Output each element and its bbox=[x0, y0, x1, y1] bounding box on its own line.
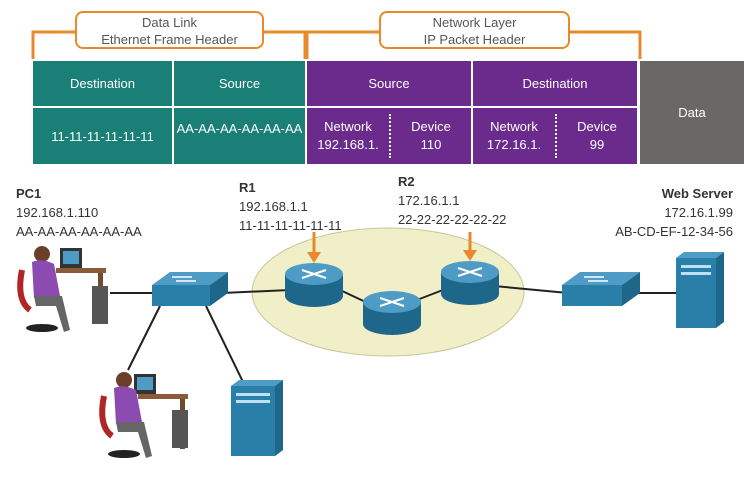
ip-src-device-label: Device bbox=[411, 119, 451, 134]
eth-src-label-cell: Source bbox=[174, 61, 305, 106]
r2-name: R2 bbox=[398, 174, 415, 189]
web-server-mac: AB-CD-EF-12-34-56 bbox=[615, 224, 733, 239]
eth-dest-label: Destination bbox=[69, 76, 136, 91]
eth-src-value-cell: AA-AA-AA-AA-AA-AA bbox=[174, 108, 305, 164]
eth-dest-value-cell: 11-11-11-11-11-11 bbox=[33, 108, 172, 164]
web-server-ip: 172.16.1.99 bbox=[664, 205, 733, 220]
ip-dst-network: Network 172.16.1. bbox=[473, 118, 555, 154]
server-icon bbox=[231, 380, 283, 456]
router-middle-icon bbox=[363, 291, 421, 335]
r1-ip: 192.168.1.1 bbox=[239, 199, 308, 214]
pc1-label: PC1 192.168.1.110 AA-AA-AA-AA-AA-AA bbox=[16, 184, 142, 241]
router-r1-icon bbox=[285, 263, 343, 307]
ip-src-label: Source bbox=[368, 76, 410, 91]
r1-label: R1 192.168.1.1 11-11-11-11-11-11 bbox=[239, 178, 342, 235]
ip-src-divider bbox=[389, 114, 391, 158]
data-link-header-label: Data Link Ethernet Frame Header bbox=[75, 11, 264, 49]
r2-ip: 172.16.1.1 bbox=[398, 193, 460, 208]
pc1-mac: AA-AA-AA-AA-AA-AA bbox=[16, 224, 142, 239]
pc1-ip: 192.168.1.110 bbox=[16, 205, 99, 220]
ip-dst-network-value: 172.16.1. bbox=[486, 137, 542, 152]
ip-dst-device-label: Device bbox=[577, 119, 617, 134]
pc1-name: PC1 bbox=[16, 186, 42, 201]
web-server-icon bbox=[676, 252, 724, 328]
network-layer-header-label: Network Layer IP Packet Header bbox=[379, 11, 570, 49]
ip-packet-header-title: IP Packet Header bbox=[423, 32, 526, 47]
workstation-icon bbox=[99, 372, 188, 458]
ip-src-network-value: 192.168.1. bbox=[317, 137, 379, 152]
network-layer-title: Network Layer bbox=[432, 15, 517, 30]
data-label: Data bbox=[678, 105, 706, 120]
ip-src-label-cell: Source bbox=[307, 61, 471, 106]
arrow-r1-icon bbox=[307, 232, 321, 263]
eth-src-label: Source bbox=[218, 76, 261, 91]
data-link-title: Data Link bbox=[142, 15, 197, 30]
r2-mac: 22-22-22-22-22-22 bbox=[398, 212, 507, 227]
ip-dst-value-cell: Network 172.16.1. Device 99 bbox=[473, 108, 637, 164]
ethernet-frame-header-title: Ethernet Frame Header bbox=[101, 32, 238, 47]
r1-mac: 11-11-11-11-11-11 bbox=[239, 218, 342, 233]
ip-dst-network-label: Network bbox=[490, 119, 538, 134]
eth-dest-value: 11-11-11-11-11-11 bbox=[51, 128, 154, 144]
web-server-label: Web Server 172.16.1.99 AB-CD-EF-12-34-56 bbox=[615, 184, 733, 241]
ip-src-device: Device 110 bbox=[391, 118, 471, 154]
ip-src-device-value: 110 bbox=[420, 137, 442, 152]
r1-name: R1 bbox=[239, 180, 256, 195]
router-r2-icon bbox=[441, 261, 499, 305]
ip-src-network-label: Network bbox=[324, 119, 372, 134]
ip-dst-label-cell: Destination bbox=[473, 61, 637, 106]
ip-dst-device-value: 99 bbox=[589, 137, 605, 152]
ip-dst-divider bbox=[555, 114, 557, 158]
r2-label: R2 172.16.1.1 22-22-22-22-22-22 bbox=[398, 172, 506, 229]
web-server-name: Web Server bbox=[661, 186, 733, 201]
switch-2-icon bbox=[562, 272, 640, 306]
ip-src-network: Network 192.168.1. bbox=[307, 118, 389, 154]
ip-dst-device: Device 99 bbox=[557, 118, 637, 154]
arrow-r2-icon bbox=[463, 232, 477, 261]
ip-dst-label: Destination bbox=[522, 76, 588, 91]
eth-dest-label-cell: Destination bbox=[33, 61, 172, 106]
ip-src-value-cell: Network 192.168.1. Device 110 bbox=[307, 108, 471, 164]
switch-1-icon bbox=[152, 272, 228, 306]
pc1-workstation-icon bbox=[17, 246, 108, 332]
eth-src-value: AA-AA-AA-AA-AA-AA bbox=[176, 121, 303, 136]
data-cell: Data bbox=[640, 61, 744, 164]
